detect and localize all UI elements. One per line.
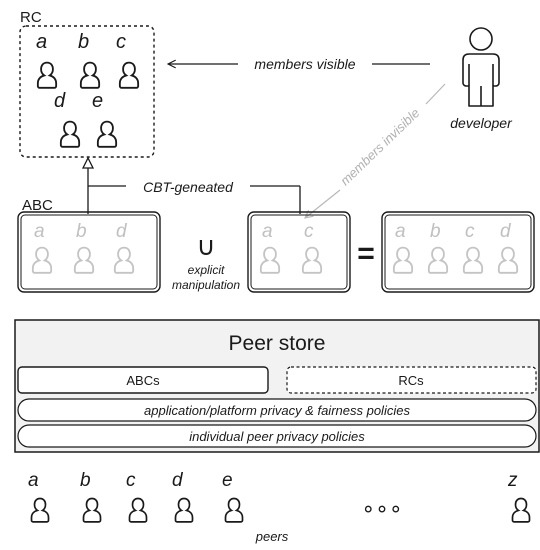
member-letter: e bbox=[92, 90, 103, 112]
member-letter: c bbox=[304, 221, 314, 242]
abc-group: ABC a b d bbox=[17, 197, 161, 293]
person-icon bbox=[113, 246, 135, 274]
peer-policy-box bbox=[17, 424, 537, 448]
person-icon bbox=[59, 120, 81, 148]
person-icon bbox=[259, 246, 281, 274]
app-policy-label: application/platform privacy & fairness … bbox=[144, 403, 410, 418]
person-icon bbox=[392, 246, 414, 274]
manipulation-box-outer bbox=[247, 211, 351, 293]
person-icon bbox=[128, 497, 148, 523]
person-icon bbox=[118, 61, 140, 89]
member-letter: d bbox=[172, 470, 184, 491]
result-box-inner bbox=[384, 214, 532, 290]
person-icon bbox=[82, 497, 102, 523]
member-letter: c bbox=[116, 31, 126, 53]
member-letter: d bbox=[54, 90, 66, 112]
member-letter: a bbox=[36, 31, 47, 53]
peer-store-title: Peer store bbox=[229, 332, 326, 355]
members-visible-label: members visible bbox=[254, 56, 355, 72]
member-letter: c bbox=[126, 470, 136, 491]
peers-group: a b c d e z ∘∘∘ peers bbox=[28, 470, 531, 544]
developer-label: developer bbox=[450, 115, 513, 131]
person-icon bbox=[96, 120, 118, 148]
member-letter: a bbox=[395, 221, 406, 242]
union-label-line1: explicit bbox=[188, 263, 225, 277]
peers-label: peers bbox=[255, 529, 289, 544]
member-letter: b bbox=[80, 470, 91, 491]
equals-symbol: = bbox=[357, 237, 375, 270]
result-members: a b c d bbox=[392, 221, 519, 274]
member-letter: a bbox=[28, 470, 39, 491]
cbt-connector: CBT-geneated bbox=[88, 179, 301, 214]
member-letter: e bbox=[222, 470, 233, 491]
member-letter: d bbox=[116, 221, 128, 242]
member-letter: a bbox=[262, 221, 273, 242]
peer-policy-label: individual peer privacy policies bbox=[189, 429, 365, 444]
members-visible-arrow: members visible bbox=[168, 56, 430, 72]
abcs-box bbox=[17, 366, 269, 394]
member-letter: c bbox=[465, 221, 475, 242]
abc-to-rc-arrow bbox=[81, 156, 95, 214]
peer-store: Peer store ABCs RCs application/platform… bbox=[14, 319, 540, 453]
member-letter: z bbox=[507, 470, 518, 491]
members-invisible-arrow: members invisible bbox=[305, 83, 446, 218]
rc-box bbox=[19, 25, 155, 158]
member-letter: b bbox=[78, 31, 89, 53]
cbt-label: CBT-geneated bbox=[143, 179, 234, 195]
person-icon bbox=[79, 61, 101, 89]
person-icon bbox=[224, 497, 244, 523]
person-icon bbox=[30, 497, 50, 523]
person-icon bbox=[462, 246, 484, 274]
person-icon bbox=[511, 497, 531, 523]
rcs-label: RCs bbox=[398, 373, 424, 388]
union-label-line2: manipulation bbox=[172, 278, 240, 292]
manipulation-box-inner bbox=[250, 214, 348, 290]
rc-group: RC a b c d e bbox=[19, 9, 155, 158]
member-letter: a bbox=[34, 221, 45, 242]
developer-group: developer bbox=[450, 27, 513, 131]
abcs-label: ABCs bbox=[126, 373, 160, 388]
person-icon bbox=[497, 246, 519, 274]
person-icon bbox=[36, 61, 58, 89]
rcs-box bbox=[286, 366, 537, 394]
rc-members: a b c d e bbox=[36, 31, 140, 148]
union-group: ∪ explicit manipulation bbox=[172, 231, 240, 292]
members-invisible-label: members invisible bbox=[337, 105, 422, 188]
abc-box-outer bbox=[17, 211, 161, 293]
result-set-group: a b c d bbox=[381, 211, 535, 293]
abc-title: ABC bbox=[22, 197, 53, 214]
member-letter: d bbox=[500, 221, 512, 242]
rc-title: RC bbox=[20, 9, 42, 26]
person-icon bbox=[174, 497, 194, 523]
member-letter: b bbox=[430, 221, 441, 242]
person-icon bbox=[73, 246, 95, 274]
person-icon bbox=[427, 246, 449, 274]
developer-icon bbox=[462, 27, 500, 107]
abc-box-inner bbox=[20, 214, 158, 290]
person-icon bbox=[301, 246, 323, 274]
result-box-outer bbox=[381, 211, 535, 293]
app-policy-box bbox=[17, 398, 537, 422]
person-icon bbox=[31, 246, 53, 274]
member-letter: b bbox=[76, 221, 87, 242]
union-symbol: ∪ bbox=[196, 231, 215, 261]
peers-ellipsis: ∘∘∘ bbox=[361, 496, 402, 521]
inheritance-arrowhead bbox=[81, 156, 95, 169]
